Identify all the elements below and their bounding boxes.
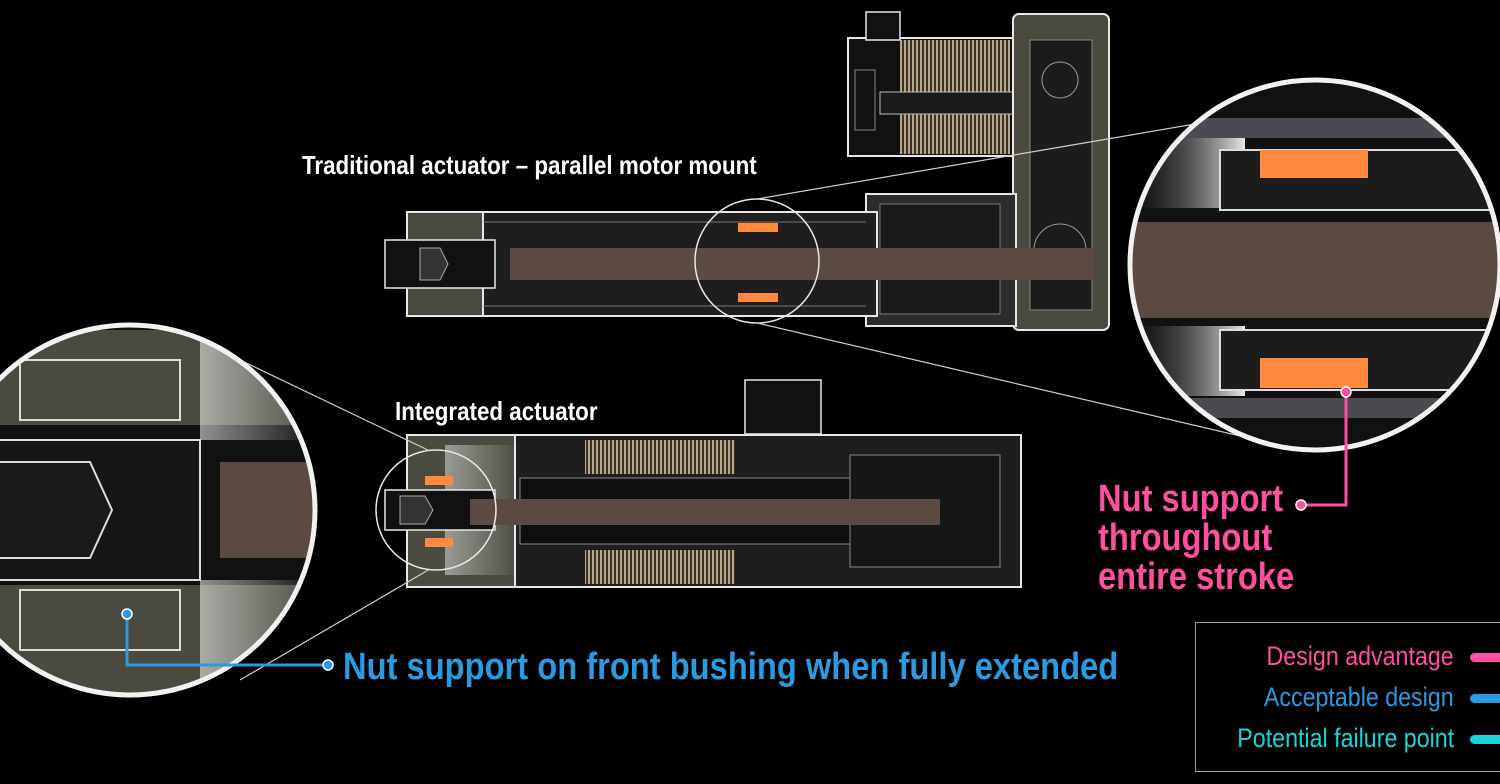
legend-swatch-blue <box>1470 694 1500 703</box>
integrated-actuator <box>239 359 1022 681</box>
pink-callout-text: Nut support throughout entire stroke <box>1098 478 1295 598</box>
traditional-zoom-view <box>1127 77 1500 453</box>
traditional-actuator-title: Traditional actuator – parallel motor mo… <box>302 150 757 180</box>
zoom-line <box>756 117 1231 200</box>
legend-item-acceptable-design: Acceptable design <box>1264 682 1454 713</box>
legend-item-potential-failure-point: Potential failure point <box>1237 723 1454 754</box>
legend: Design advantage Acceptable design Poten… <box>1195 622 1500 772</box>
integrated-actuator-title: Integrated actuator <box>395 396 598 426</box>
traditional-body <box>384 193 1095 327</box>
pink-callout-line <box>1295 386 1352 511</box>
legend-swatch-cyan <box>1470 735 1500 744</box>
traditional-actuator <box>384 11 1301 451</box>
zoom-line <box>756 322 1301 451</box>
zoom-line <box>239 568 431 681</box>
legend-label: Design advantage <box>1266 641 1454 671</box>
blue-callout-text: Nut support on front bushing when fully … <box>343 646 1119 688</box>
zoom-line <box>239 359 431 452</box>
legend-swatch-pink <box>1470 653 1500 662</box>
legend-label: Acceptable design <box>1264 682 1454 712</box>
traditional-motor <box>847 11 1051 157</box>
blue-callout-line <box>121 608 334 671</box>
integrated-zoom-view <box>0 322 318 698</box>
legend-item-design-advantage: Design advantage <box>1267 641 1454 672</box>
traditional-gearbox <box>1012 13 1110 331</box>
legend-label: Potential failure point <box>1237 723 1454 753</box>
